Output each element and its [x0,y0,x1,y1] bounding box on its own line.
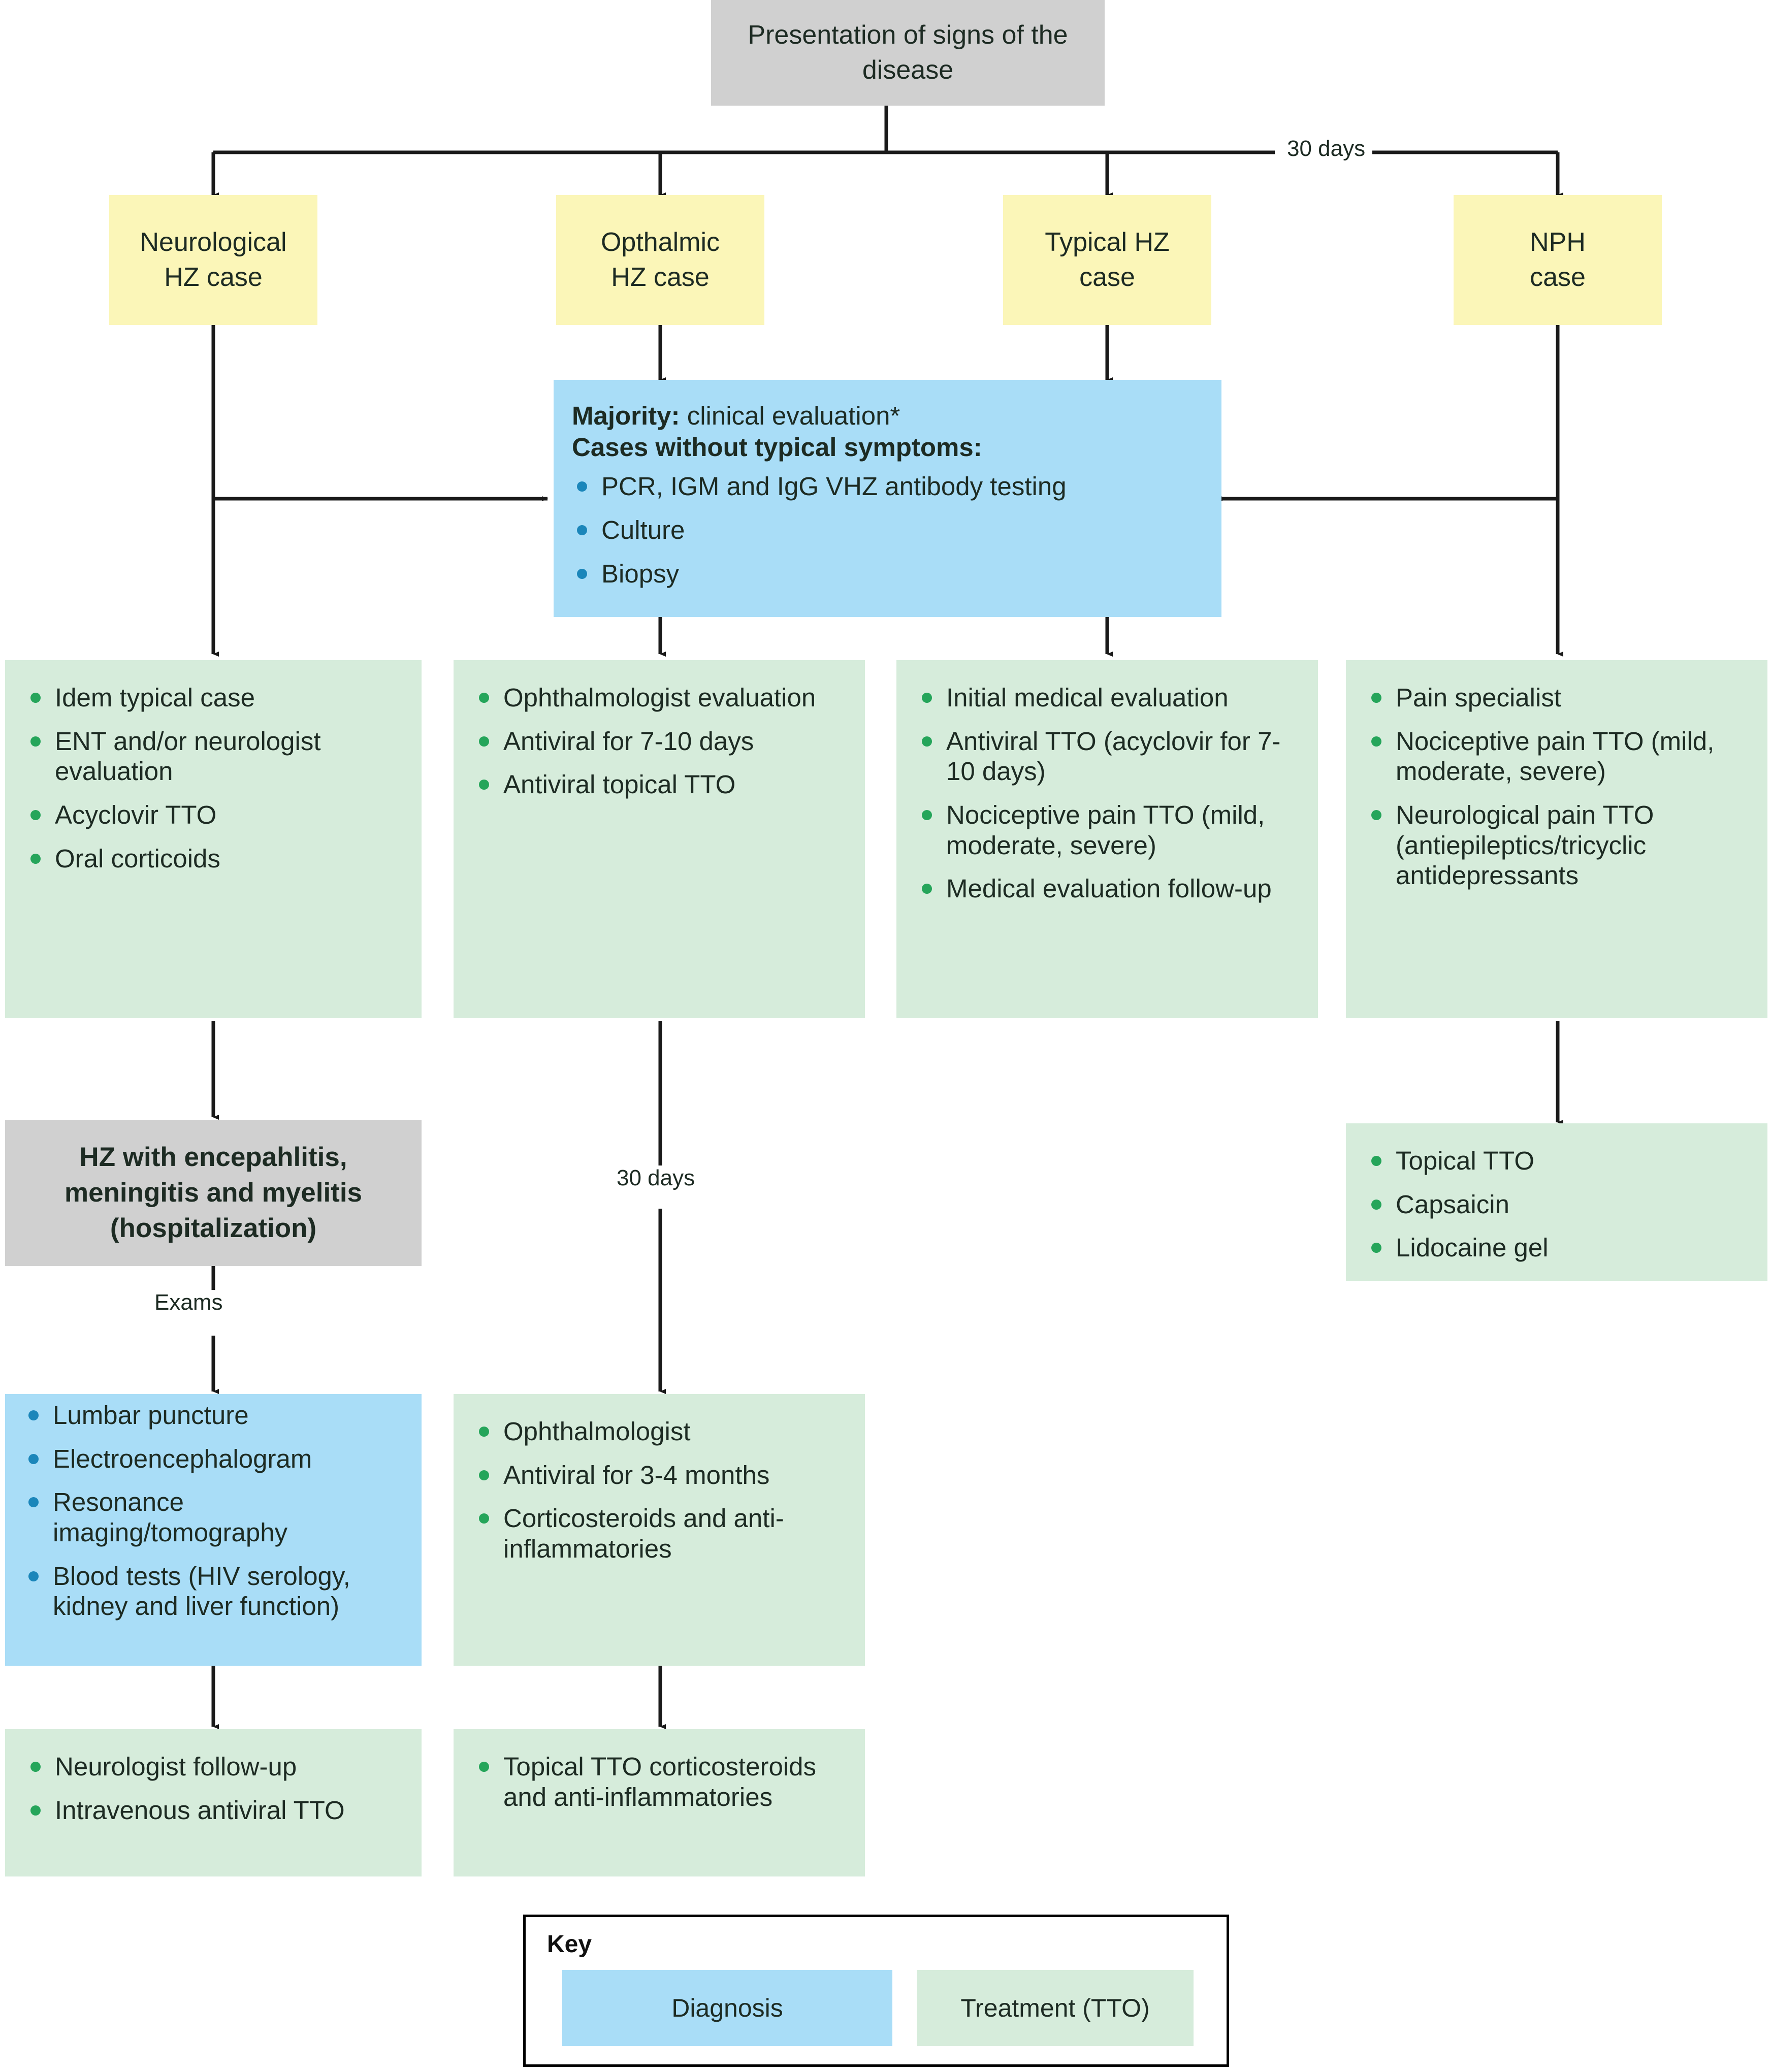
ophthalmic-final-box: Topical TTO corticosteroids and anti-inf… [454,1729,865,1876]
diagnosis-list: PCR, IGM and IgG VHZ antibody testing Cu… [554,465,1221,612]
list-item: Neurological pain TTO (antiepileptics/tr… [1366,800,1750,891]
list-item: PCR, IGM and IgG VHZ antibody testing [572,471,1204,502]
edge-label-ophthalmic-30-days: 30 days [609,1166,702,1191]
exams-list: Lumbar puncture Electroencephalogram Res… [5,1394,422,1645]
treatment-list-typical: Initial medical evaluation Antiviral TTO… [896,660,1318,927]
key-legend: Key Diagnosis Treatment (TTO) [523,1915,1229,2067]
diagnosis-atypical-label: Cases without typical symptoms: [572,433,982,462]
case-label-nph: NPH case [1530,228,1586,292]
list-item: Antiviral for 3-4 months [474,1460,848,1491]
list-item: Electroencephalogram [23,1444,404,1474]
list-item: Initial medical evaluation [917,683,1301,713]
exams-box: Lumbar puncture Electroencephalogram Res… [5,1394,422,1666]
treatment-list-opthalmic: Ophthalmologist evaluation Antiviral for… [454,660,865,823]
list-item: Resonance imaging/tomography [23,1487,404,1547]
case-box-typical: Typical HZ case [1003,195,1211,325]
list-item: Topical TTO [1366,1146,1750,1176]
key-label-diagnosis: Diagnosis [671,1994,783,2022]
treatment-box-neurological: Idem typical case ENT and/or neurologist… [5,660,422,1018]
list-item: Nociceptive pain TTO (mild, moderate, se… [1366,726,1750,787]
list-item: Biopsy [572,559,1204,589]
list-item: Culture [572,515,1204,545]
key-swatch-treatment: Treatment (TTO) [917,1970,1194,2046]
list-item: Corticosteroids and anti-inflammatories [474,1503,848,1564]
list-item: Ophthalmologist [474,1416,848,1447]
diagnosis-majority-text: clinical evaluation* [680,401,900,430]
list-item: Antiviral topical TTO [474,769,848,800]
list-item: Intravenous antiviral TTO [25,1795,404,1826]
list-item: Lidocaine gel [1366,1233,1750,1263]
nph-topical-box: Topical TTO Capsaicin Lidocaine gel [1346,1123,1767,1281]
ophthalmic-followup-box: Ophthalmologist Antiviral for 3-4 months… [454,1394,865,1666]
diagnosis-box: Majority: clinical evaluation* Cases wit… [554,380,1221,617]
case-label-opthalmic: Opthalmic HZ case [600,228,720,292]
key-title: Key [547,1931,592,1958]
list-item: Antiviral TTO (acyclovir for 7-10 days) [917,726,1301,787]
list-item: Lumbar puncture [23,1400,404,1431]
hospitalization-label: HZ with encepahlitis, meningitis and mye… [64,1142,363,1243]
list-item: ENT and/or neurologist evaluation [25,726,404,787]
ophthalmic-final-list: Topical TTO corticosteroids and anti-inf… [454,1729,865,1835]
list-item: Ophthalmologist evaluation [474,683,848,713]
presentation-of-signs-label: Presentation of signs of the disease [748,20,1068,85]
list-item: Idem typical case [25,683,404,713]
case-box-neurological: Neurological HZ case [109,195,317,325]
nph-topical-list: Topical TTO Capsaicin Lidocaine gel [1346,1123,1767,1286]
treatment-box-nph: Pain specialist Nociceptive pain TTO (mi… [1346,660,1767,1018]
list-item: Blood tests (HIV serology, kidney and li… [23,1561,404,1622]
list-item: Oral corticoids [25,844,404,874]
ophthalmic-followup-list: Ophthalmologist Antiviral for 3-4 months… [454,1394,865,1588]
edge-label-top-30-days: 30 days [1280,136,1373,161]
diagnosis-majority-label: Majority: [572,401,680,430]
presentation-of-signs-box: Presentation of signs of the disease [711,0,1105,106]
neuro-final-list: Neurologist follow-up Intravenous antivi… [5,1729,422,1849]
key-label-treatment: Treatment (TTO) [960,1994,1150,2022]
list-item: Nociceptive pain TTO (mild, moderate, se… [917,800,1301,860]
case-label-neurological: Neurological HZ case [140,228,287,292]
treatment-box-typical: Initial medical evaluation Antiviral TTO… [896,660,1318,1018]
neuro-final-box: Neurologist follow-up Intravenous antivi… [5,1729,422,1876]
list-item: Medical evaluation follow-up [917,873,1301,904]
diagnosis-heading: Majority: clinical evaluation* Cases wit… [554,380,1221,465]
case-box-nph: NPH case [1454,195,1662,325]
key-swatch-diagnosis: Diagnosis [562,1970,892,2046]
list-item: Neurologist follow-up [25,1752,404,1782]
list-item: Pain specialist [1366,683,1750,713]
hospitalization-box: HZ with encepahlitis, meningitis and mye… [5,1120,422,1266]
list-item: Topical TTO corticosteroids and anti-inf… [474,1752,848,1812]
treatment-list-nph: Pain specialist Nociceptive pain TTO (mi… [1346,660,1767,914]
case-label-typical: Typical HZ case [1045,228,1170,292]
list-item: Acyclovir TTO [25,800,404,830]
treatment-list-neurological: Idem typical case ENT and/or neurologist… [5,660,422,897]
list-item: Capsaicin [1366,1189,1750,1220]
treatment-box-opthalmic: Ophthalmologist evaluation Antiviral for… [454,660,865,1018]
list-item: Antiviral for 7-10 days [474,726,848,757]
case-box-opthalmic: Opthalmic HZ case [556,195,764,325]
edge-label-exams: Exams [147,1290,230,1315]
